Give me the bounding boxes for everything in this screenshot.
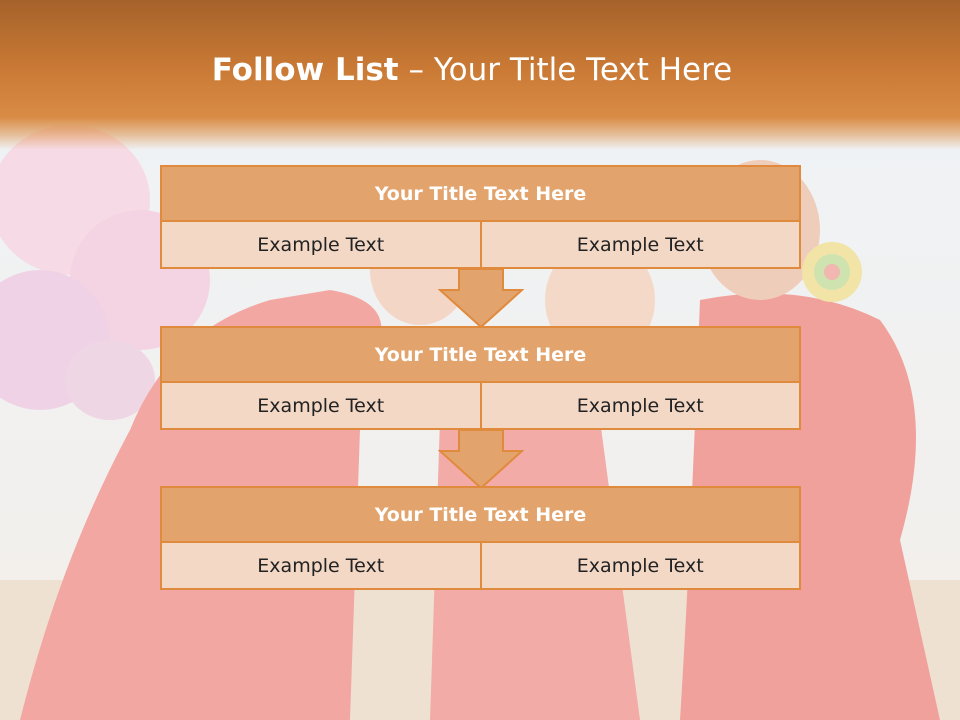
step-cell-left: Example Text — [160, 541, 482, 590]
step-cell-right: Example Text — [479, 381, 801, 430]
step-cell-right: Example Text — [479, 220, 801, 269]
step-block-2: Your Title Text Here Example Text Exampl… — [160, 326, 801, 430]
title-bold: Follow List — [211, 52, 399, 88]
step-cell-left: Example Text — [160, 220, 482, 269]
step-block-3: Your Title Text Here Example Text Exampl… — [160, 486, 801, 590]
step-title: Your Title Text Here — [160, 326, 801, 383]
step-title: Your Title Text Here — [160, 165, 801, 222]
step-cell-right: Example Text — [479, 541, 801, 590]
step-row: Example Text Example Text — [160, 220, 801, 269]
down-arrow-icon — [438, 429, 524, 489]
step-block-1: Your Title Text Here Example Text Exampl… — [160, 165, 801, 269]
step-row: Example Text Example Text — [160, 381, 801, 430]
slide-title: Follow List – Your Title Text Here — [0, 52, 944, 88]
title-bar — [0, 0, 960, 150]
down-arrow-icon — [438, 268, 524, 328]
step-cell-left: Example Text — [160, 381, 482, 430]
title-rest: – Your Title Text Here — [398, 52, 733, 88]
step-title: Your Title Text Here — [160, 486, 801, 543]
step-row: Example Text Example Text — [160, 541, 801, 590]
